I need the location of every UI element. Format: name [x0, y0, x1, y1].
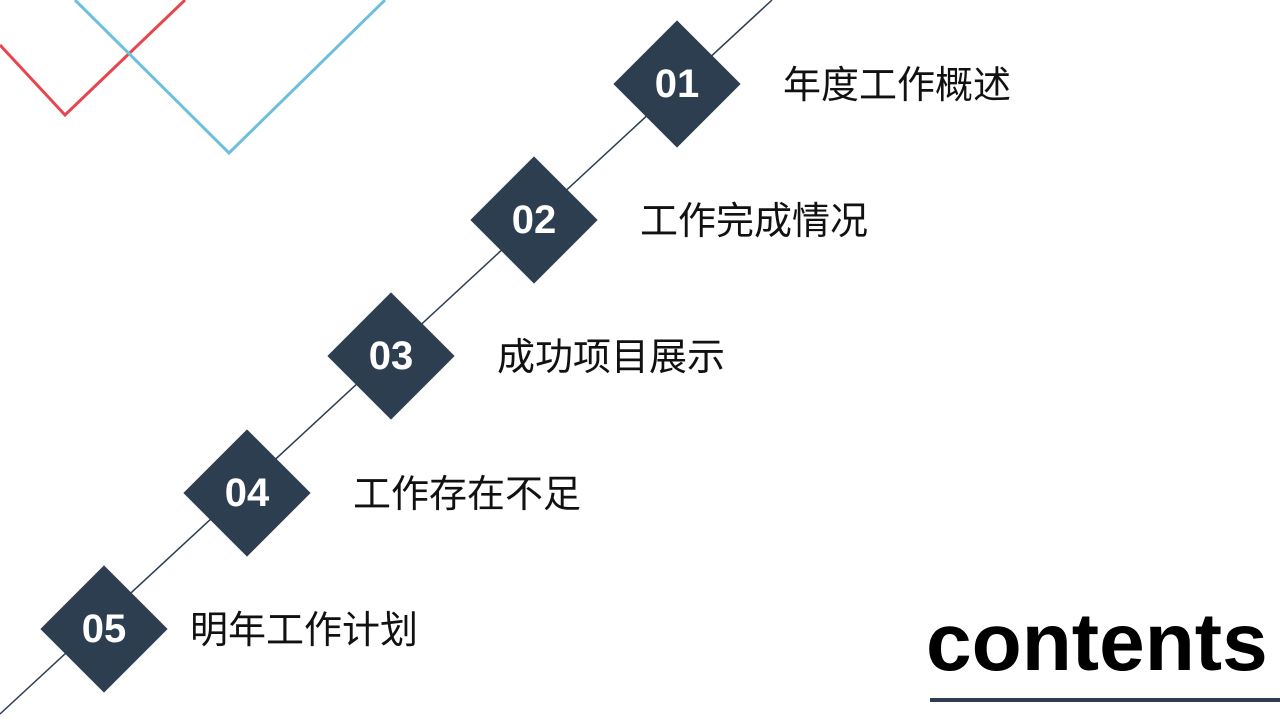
title-underline	[930, 698, 1280, 702]
item-number: 04	[224, 471, 270, 515]
item-label: 工作完成情况	[640, 199, 869, 243]
item-label: 年度工作概述	[783, 63, 1012, 107]
item-number: 03	[368, 334, 414, 378]
item-number: 05	[81, 607, 127, 651]
blue-zigzag-line	[73, 0, 387, 156]
red-zigzag-line	[0, 0, 187, 118]
item-label: 工作存在不足	[353, 472, 582, 516]
item-label: 明年工作计划	[190, 608, 419, 652]
item-label: 成功项目展示	[497, 335, 726, 379]
page-title: contents	[926, 597, 1268, 688]
item-number: 01	[654, 62, 700, 106]
item-number: 02	[511, 198, 557, 242]
